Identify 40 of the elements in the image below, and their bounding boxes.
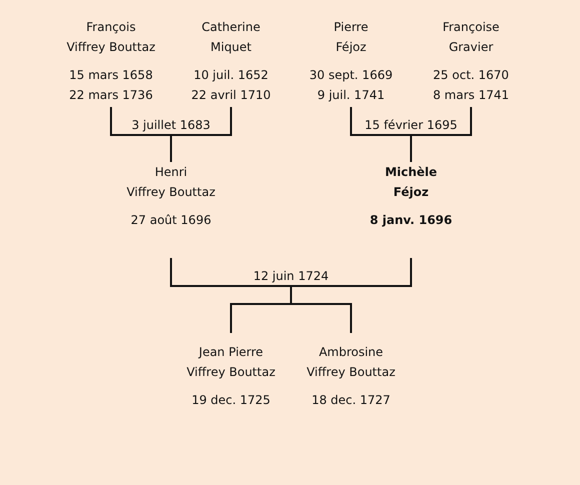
person-name: Viffrey Bouttaz bbox=[66, 39, 156, 56]
life-date: 19 dec. 1725 bbox=[192, 392, 270, 409]
marriage-date: 3 juillet 1683 bbox=[132, 117, 210, 134]
person-name: Féjoz bbox=[336, 39, 366, 56]
life-date: 8 mars 1741 bbox=[432, 87, 510, 104]
life-date: 22 avril 1710 bbox=[191, 87, 271, 104]
life-date: 10 juil. 1652 bbox=[194, 67, 268, 84]
connector-line bbox=[411, 107, 472, 136]
person-name: Miquet bbox=[210, 39, 252, 56]
person-name: Françoise bbox=[442, 19, 500, 36]
person-name: Gravier bbox=[448, 39, 494, 56]
connector-line bbox=[410, 134, 412, 162]
marriage-date: 15 février 1695 bbox=[364, 117, 458, 134]
life-date: 22 mars 1736 bbox=[69, 87, 153, 104]
person-name: Henri bbox=[154, 164, 188, 181]
connector-line bbox=[110, 107, 171, 136]
person-name: Michèle bbox=[384, 164, 438, 181]
connector-line bbox=[291, 258, 412, 287]
life-date: 9 juil. 1741 bbox=[317, 87, 385, 104]
life-date: 27 août 1696 bbox=[130, 212, 212, 229]
person-name: Viffrey Bouttaz bbox=[126, 184, 216, 201]
person-name: Ambrosine bbox=[318, 344, 384, 361]
person-name: Viffrey Bouttaz bbox=[186, 364, 276, 381]
person-name: Catherine bbox=[202, 19, 260, 36]
person-name: Pierre bbox=[334, 19, 368, 36]
connector-line bbox=[290, 286, 352, 333]
life-date: 18 dec. 1727 bbox=[312, 392, 390, 409]
person-name: Jean Pierre bbox=[198, 344, 264, 361]
connector-line bbox=[170, 134, 172, 162]
person-name: Féjoz bbox=[393, 184, 429, 201]
connector-line bbox=[170, 258, 291, 287]
life-date: 30 sept. 1669 bbox=[309, 67, 393, 84]
marriage-date: 12 juin 1724 bbox=[253, 268, 329, 284]
life-date: 25 oct. 1670 bbox=[433, 67, 509, 84]
life-date: 8 janv. 1696 bbox=[370, 212, 452, 229]
life-date: 15 mars 1658 bbox=[69, 67, 153, 84]
person-name: Viffrey Bouttaz bbox=[306, 364, 396, 381]
connector-line bbox=[350, 107, 411, 136]
connector-line bbox=[171, 107, 232, 136]
person-name: François bbox=[86, 19, 136, 36]
